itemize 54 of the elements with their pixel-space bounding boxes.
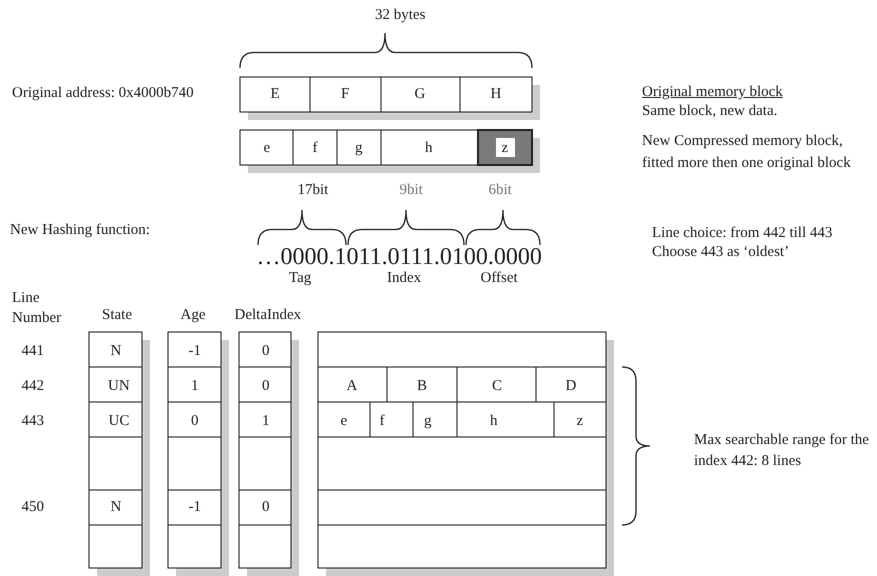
line-number: 441: [22, 342, 44, 361]
block-value: f: [312, 139, 318, 158]
bit-width-label: 6bit: [488, 181, 512, 200]
block-value: h: [490, 412, 498, 431]
note-text: Line choice: from 442 till 443: [652, 224, 832, 243]
age-value: 1: [191, 377, 198, 396]
age-value: -1: [188, 498, 201, 517]
block-value: H: [490, 85, 502, 104]
age-value: 0: [191, 412, 198, 431]
block-value: C: [492, 377, 502, 396]
delta-index-value: 0: [262, 377, 270, 396]
column-header: DeltaIndex: [234, 306, 302, 325]
block-value: f: [380, 412, 384, 431]
function-label: New Hashing function:: [10, 221, 150, 240]
delta-index-value: 0: [262, 498, 270, 517]
block-value: A: [346, 377, 358, 396]
note-text: Max searchable range for the index 442: 8 lines: [694, 431, 870, 471]
block-value: g: [355, 139, 362, 158]
binary-address: …0000.1011.0111.0100.0000: [256, 244, 542, 270]
age-value: -1: [188, 342, 201, 361]
field-label: Tag: [289, 269, 312, 288]
field-label: Offset: [480, 269, 518, 288]
block-value: e: [264, 139, 270, 158]
bit-width-label: 9bit: [400, 181, 423, 200]
line-number: 443: [22, 412, 44, 431]
bit-width-label: 17bit: [298, 181, 328, 200]
delta-index-value: 1: [262, 412, 270, 431]
note-text: Choose 443 as ‘oldest’: [652, 243, 790, 262]
block-value: h: [425, 139, 432, 158]
line-number: 442: [22, 377, 44, 396]
state-value: N: [110, 342, 122, 361]
state-value: N: [110, 498, 122, 517]
address-label: Original address: 0x4000b740: [12, 84, 194, 103]
block-value: F: [341, 85, 350, 104]
size-label: 32 bytes: [375, 6, 426, 25]
state-value: UC: [108, 412, 130, 431]
line-number: 450: [22, 498, 44, 517]
column-header: Line Number: [12, 289, 62, 328]
block-value: E: [270, 85, 280, 104]
field-label: Index: [387, 269, 422, 288]
delta-index-value: 0: [262, 342, 270, 361]
block-value: e: [340, 412, 348, 431]
block-value: B: [417, 377, 428, 396]
block-value: G: [414, 85, 426, 104]
block-value: D: [566, 377, 576, 396]
note-heading: Original memory block: [642, 83, 783, 102]
block-value: g: [424, 412, 432, 431]
state-value: UN: [108, 377, 130, 396]
column-header: Age: [180, 306, 206, 325]
column-header: State: [102, 306, 132, 325]
block-value: z: [576, 412, 584, 431]
block-value: z: [502, 139, 508, 158]
note-text: Same block, new data.: [642, 102, 778, 121]
note-text: New Compressed memory block, fitted more then one original block: [642, 132, 852, 173]
